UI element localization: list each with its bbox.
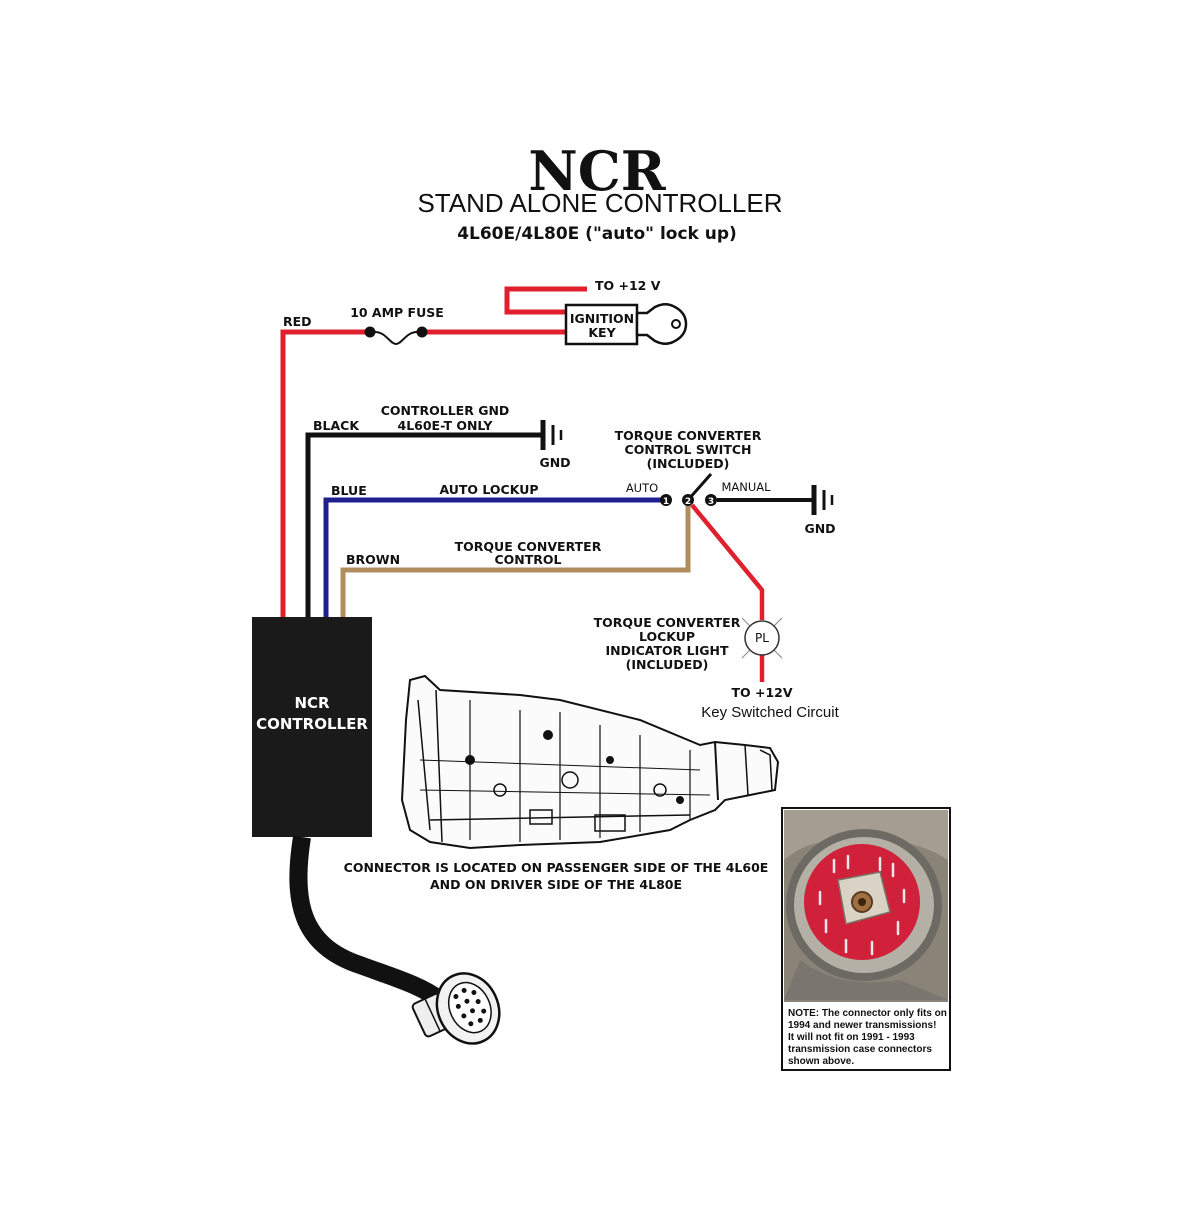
auto-lockup-label: AUTO LOCKUP — [439, 482, 538, 497]
photo-note-2: 1994 and newer transmissions! — [788, 1020, 936, 1031]
pl-label: PL — [755, 631, 769, 645]
photo-note-1: NOTE: The connector only fits on — [788, 1008, 947, 1019]
switch-pin-2: 2 — [682, 494, 694, 507]
ignition-key — [564, 303, 688, 346]
photo-note-3: It will not fit on 1991 - 1993 — [788, 1032, 915, 1043]
svg-text:3: 3 — [708, 497, 714, 507]
switch-label-3: (INCLUDED) — [647, 456, 730, 471]
blue-wire — [323, 497, 662, 617]
switch-pin-1: 1 — [660, 494, 672, 507]
wire-label-black: BLACK — [313, 418, 360, 433]
black-wire — [305, 432, 541, 617]
ground-icon-2 — [811, 485, 834, 515]
indicator-red-wire — [690, 503, 765, 620]
transmission-illustration — [400, 674, 780, 850]
photo-note-5: shown above. — [788, 1056, 854, 1067]
connector-note-1: CONNECTOR IS LOCATED ON PASSENGER SIDE O… — [344, 860, 769, 875]
svg-text:2: 2 — [685, 497, 691, 507]
switch-label-1: TORQUE CONVERTER — [615, 428, 762, 443]
key-icon — [635, 303, 688, 345]
page-subtitle: 4L60E/4L80E ("auto" lock up) — [457, 224, 737, 244]
ignition-label-2: KEY — [588, 325, 616, 340]
controller-label-2: CONTROLLER — [256, 715, 368, 733]
controller-gnd-label-2: 4L60E-T ONLY — [398, 418, 494, 433]
gnd-label-1: GND — [539, 455, 570, 470]
wire-label-red: RED — [283, 314, 312, 329]
svg-text:1: 1 — [663, 497, 669, 507]
light-label-2: LOCKUP — [639, 629, 695, 644]
switch-auto-label: AUTO — [626, 481, 658, 495]
ncr-controller-box — [252, 617, 372, 837]
tcc-label-1: TORQUE CONVERTER — [455, 539, 602, 554]
page-title: STAND ALONE CONTROLLER — [417, 188, 782, 218]
red-wire — [280, 286, 587, 617]
transmission-connector-plug — [411, 972, 501, 1045]
switch-manual-label: MANUAL — [721, 480, 771, 494]
key-switched-label: Key Switched Circuit — [701, 704, 839, 721]
to-12v-top-label: TO +12 V — [595, 278, 661, 293]
indicator-light-icon — [741, 617, 783, 659]
wire-label-blue: BLUE — [331, 483, 367, 498]
controller-gnd-label-1: CONTROLLER GND — [381, 403, 510, 418]
gnd-label-2: GND — [804, 521, 835, 536]
ignition-label-1: IGNITION — [570, 311, 634, 326]
photo-note-4: transmission case connectors — [788, 1044, 932, 1055]
fuse-label: 10 AMP FUSE — [350, 305, 444, 320]
connector-photo — [781, 807, 951, 1071]
light-label-4: (INCLUDED) — [626, 657, 709, 672]
wire-label-brown: BROWN — [346, 552, 400, 567]
switch-label-2: CONTROL SWITCH — [625, 442, 752, 457]
controller-label-1: NCR — [294, 694, 330, 712]
light-label-1: TORQUE CONVERTER — [594, 615, 741, 630]
brown-wire — [340, 505, 691, 617]
tcc-label-2: CONTROL — [494, 552, 561, 567]
controller-cable — [289, 835, 446, 1008]
connector-note-2: AND ON DRIVER SIDE OF THE 4L80E — [430, 877, 682, 892]
light-label-3: INDICATOR LIGHT — [605, 643, 728, 658]
switch-pin-3: 3 — [705, 494, 717, 507]
logo: NCR — [528, 139, 666, 203]
ground-icon — [540, 420, 563, 450]
fuse — [364, 326, 428, 346]
to-12v-bottom-label: TO +12V — [731, 685, 792, 700]
